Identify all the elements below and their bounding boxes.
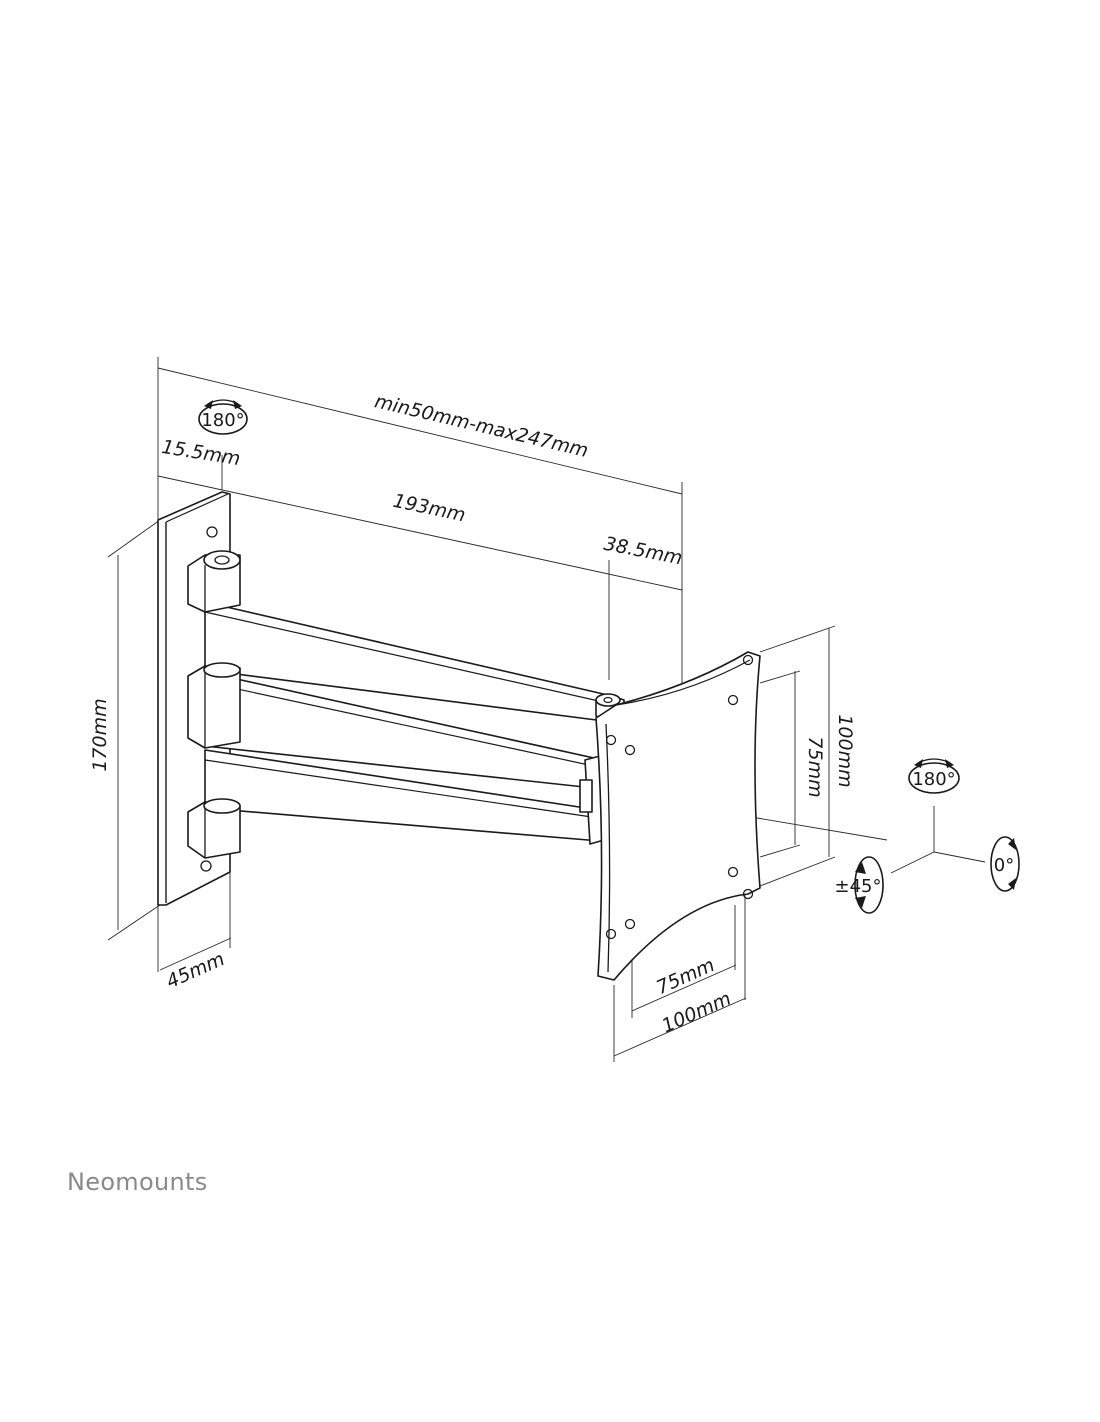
- label-depth: 45mm: [163, 948, 228, 993]
- label-offset-plate: 38.5mm: [602, 533, 684, 570]
- rotate-arrow-icon: [1008, 838, 1016, 850]
- label-wall-swivel: 180°: [201, 410, 244, 431]
- label-vesa-h-small: 75mm: [804, 736, 826, 797]
- arm-hinges: [187, 550, 625, 859]
- brand-logo: Neomounts: [67, 1168, 208, 1196]
- rotate-arrow-icon: [233, 400, 242, 409]
- rotate-arrow-icon: [1008, 878, 1016, 890]
- rotation-badge-tilt: [854, 856, 884, 914]
- swing-arms: [204, 601, 613, 843]
- rotation-badge-rotate: [990, 836, 1020, 892]
- label-height: 170mm: [89, 698, 111, 771]
- label-arm-length: 193mm: [391, 490, 467, 527]
- rotate-arrow-icon: [204, 400, 213, 409]
- vesa-plate: [595, 651, 761, 981]
- rotate-arrow-icon: [914, 759, 923, 768]
- label-vesa-h-large: 100mm: [834, 714, 856, 787]
- label-tilt: ±45°: [835, 876, 882, 897]
- label-rotate: 0°: [994, 855, 1014, 876]
- label-extension: min50mm-max247mm: [372, 390, 590, 462]
- rotation-labels: 180° 180° ±45° 0°: [201, 410, 1014, 897]
- tilt-arrow-icon: [855, 896, 866, 908]
- label-offset-wall: 15.5mm: [160, 436, 242, 470]
- dimension-lines: [107, 357, 986, 1062]
- rotate-arrow-icon: [945, 759, 954, 768]
- label-screen-swivel: 180°: [912, 769, 955, 790]
- tilt-arrow-icon: [855, 862, 866, 874]
- rotation-badge-screen: [908, 758, 960, 794]
- rotation-badge-wall: [198, 399, 248, 435]
- label-vesa-w-small: 75mm: [653, 954, 718, 999]
